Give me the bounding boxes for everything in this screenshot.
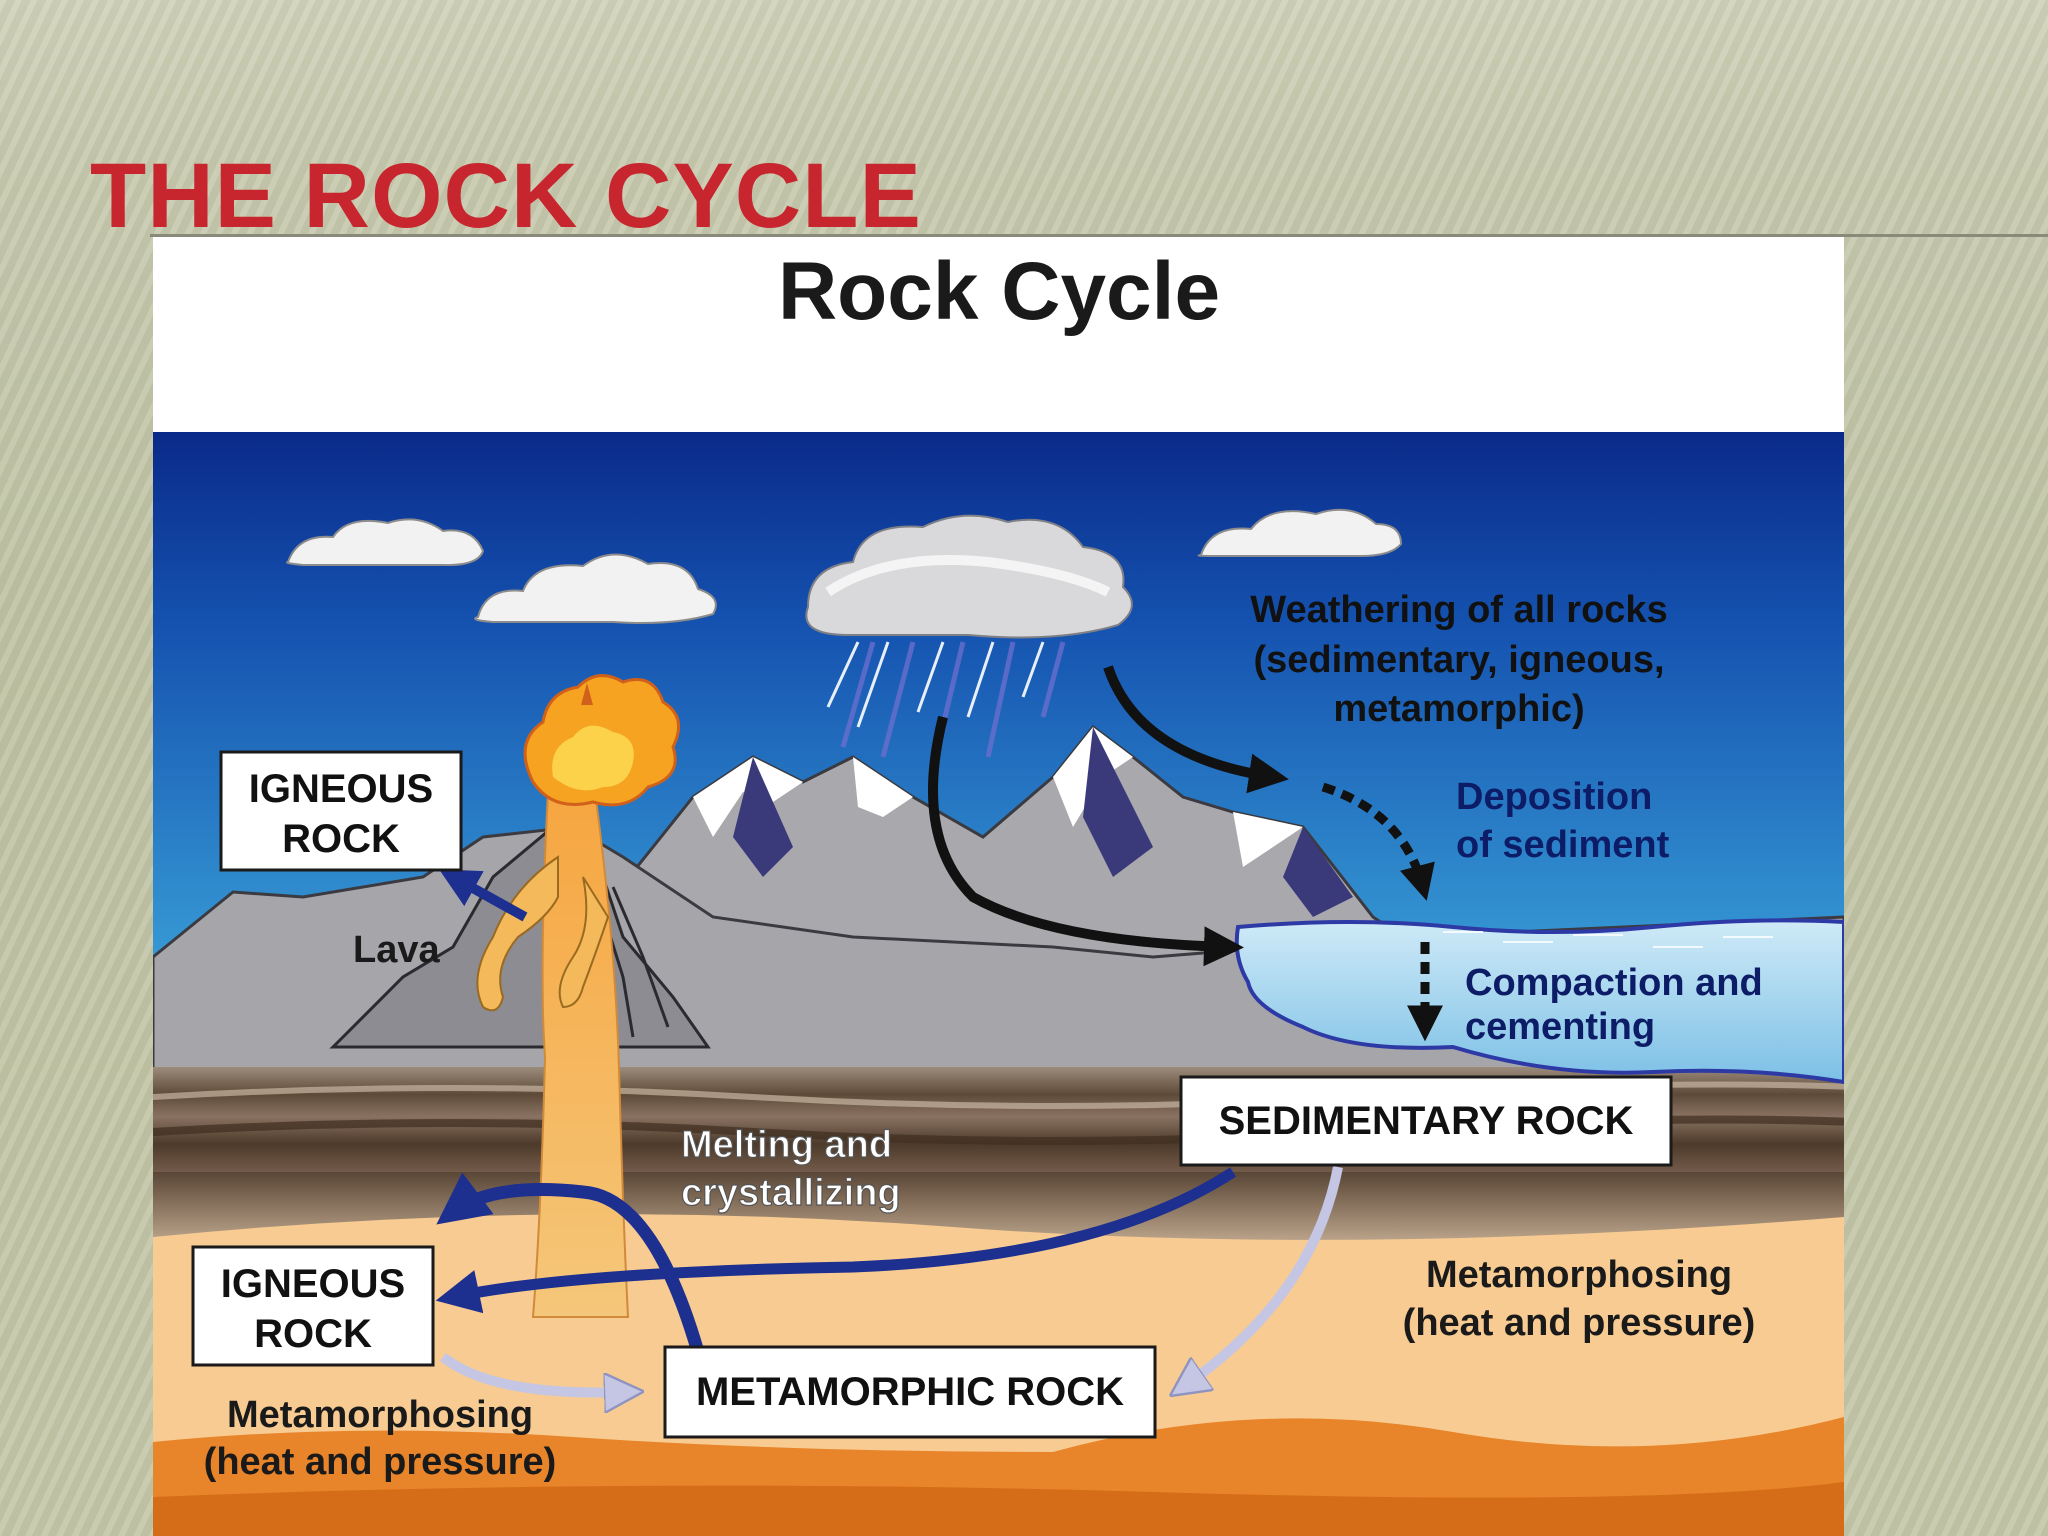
svg-text:(heat and pressure): (heat and pressure) (1403, 1302, 1756, 1344)
svg-text:METAMORPHIC ROCK: METAMORPHIC ROCK (696, 1370, 1124, 1414)
diagram-title: Rock Cycle (778, 246, 1220, 337)
svg-text:cementing: cementing (1465, 1006, 1655, 1048)
lava-label: Lava (353, 929, 440, 971)
rock-cycle-figure: Rock Cycle (153, 237, 1844, 1536)
metamorphic-rock-box: METAMORPHIC ROCK (663, 1345, 1157, 1439)
svg-text:(sedimentary, igneous,: (sedimentary, igneous, (1253, 639, 1664, 681)
svg-text:Metamorphosing: Metamorphosing (227, 1394, 533, 1436)
title-divider (150, 234, 2048, 237)
weathering-arrow (1103, 665, 1289, 794)
svg-text:IGNEOUS: IGNEOUS (221, 1262, 405, 1306)
metamorphic-to-igneous-arrow (436, 1172, 705, 1354)
svg-text:Melting and: Melting and (681, 1124, 892, 1166)
water-basin (1234, 918, 1844, 1085)
cloud-icon (474, 553, 717, 624)
metamorphosing-label-right: Metamorphosing (heat and pressure) (1403, 1254, 1756, 1344)
volcano (329, 674, 711, 1318)
sedimentary-to-igneous-arrow (435, 1167, 1237, 1314)
svg-text:of sediment: of sediment (1456, 824, 1670, 866)
melting-label: Melting and crystallizing (680, 1123, 901, 1214)
svg-text:Deposition: Deposition (1456, 776, 1652, 818)
runoff-arrow (928, 715, 1244, 967)
cloud-icon (286, 518, 485, 567)
svg-text:ROCK: ROCK (254, 1312, 372, 1356)
slide-title: THE ROCK CYCLE (90, 145, 922, 247)
compaction-label: Compaction and cementing (1465, 962, 1763, 1048)
sedimentary-rock-box: SEDIMENTARY ROCK (1179, 1075, 1673, 1167)
svg-text:Weathering of all rocks: Weathering of all rocks (1250, 589, 1667, 631)
igneous-to-metamorphic-arrow (439, 1353, 628, 1393)
metamorphosing-label-left: Metamorphosing (heat and pressure) (204, 1394, 557, 1483)
deposition-label: Deposition of sediment (1456, 776, 1670, 866)
svg-text:metamorphic): metamorphic) (1333, 688, 1584, 730)
igneous-rock-box-top: IGNEOUS ROCK (219, 750, 463, 872)
sedimentary-to-metamorphic-arrow (1183, 1166, 1343, 1387)
lava-to-igneous-arrow (439, 869, 528, 922)
svg-text:Compaction and: Compaction and (1465, 962, 1763, 1004)
weathering-label: Weathering of all rocks (sedimentary, ig… (1250, 589, 1667, 730)
svg-text:IGNEOUS: IGNEOUS (249, 767, 433, 811)
rain-cloud-icon (805, 514, 1133, 768)
svg-text:crystallizing: crystallizing (681, 1172, 901, 1214)
svg-text:ROCK: ROCK (282, 817, 400, 861)
svg-text:(heat and pressure): (heat and pressure) (204, 1441, 557, 1483)
rock-cycle-diagram: Rock Cycle (153, 246, 1844, 1536)
svg-text:SEDIMENTARY ROCK: SEDIMENTARY ROCK (1219, 1099, 1634, 1143)
deposition-arrow (1321, 782, 1435, 901)
svg-text:Metamorphosing: Metamorphosing (1426, 1254, 1732, 1296)
cloud-icon (1197, 508, 1403, 557)
igneous-rock-box-bottom: IGNEOUS ROCK (191, 1245, 435, 1367)
